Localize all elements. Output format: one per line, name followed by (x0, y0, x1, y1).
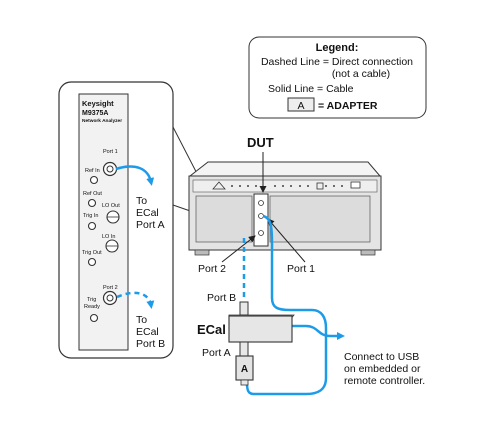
usb-note-line2: on embedded or (344, 363, 421, 375)
ecal-port-a-label: Port A (202, 347, 231, 359)
legend-adapter-label: = ADAPTER (318, 100, 378, 112)
legend-solid-line: Solid Line = Cable (268, 83, 354, 95)
to-ecal-port-a-line1: To (136, 195, 147, 207)
analyzer-trig-out-connector[interactable] (87, 257, 97, 267)
legend-adapter-symbol: A (297, 100, 304, 112)
analyzer-trig-in-label: Trig In (83, 213, 98, 219)
analyzer-trig-out-label: Trig Out (82, 250, 102, 256)
to-ecal-port-b-line3: Port B (136, 338, 165, 350)
analyzer-port1-label: Port 1 (103, 149, 118, 155)
analyzer-lo-out-label: LO Out (102, 203, 120, 209)
ecal-port-b-label: Port B (207, 292, 236, 304)
analyzer-ref-out-connector[interactable] (87, 198, 97, 208)
analyzer-trig-ready-label: Trig (87, 297, 96, 303)
analyzer-trig-ready-connector[interactable] (89, 313, 99, 323)
direct-port2-to-ecal-b (116, 291, 155, 309)
legend-dashed-line-note: (not a cable) (332, 68, 390, 80)
ecal-module (228, 301, 295, 357)
analyzer-ref-in-label: Ref In (85, 168, 100, 174)
dut-port1-pointer (267, 218, 306, 263)
adapter-label: A (241, 364, 248, 375)
usb-note-line1: Connect to USB (344, 351, 419, 363)
analyzer-brand: Keysight (82, 99, 114, 108)
usb-note-line3: remote controller. (344, 375, 425, 387)
legend-dashed-line: Dashed Line = Direct connection (261, 56, 413, 68)
to-ecal-port-a-line3: Port A (136, 219, 165, 231)
legend-title: Legend: (316, 42, 359, 54)
analyzer-trig-ready-label-2: Ready (84, 304, 100, 310)
legend-adapter-symbol-box (287, 97, 315, 112)
dut-port1-connector[interactable] (258, 213, 264, 219)
dut-port-top[interactable] (258, 200, 264, 206)
ecal-label: ECal (197, 322, 226, 337)
to-ecal-port-a-line2: ECal (136, 207, 159, 219)
cable-ecal-usb (292, 324, 345, 340)
dut-label: DUT (247, 135, 274, 150)
analyzer-ref-in-connector[interactable] (89, 175, 99, 185)
dut-port2-pointer (221, 235, 256, 263)
cable-port1-to-ecal-a (115, 165, 155, 186)
analyzer-model: M9375A (82, 110, 108, 117)
legend-box: Legend: Dashed Line = Direct connection … (248, 36, 427, 119)
analyzer-name: Network Analyzer (82, 118, 122, 124)
analyzer-port2-label: Port 2 (103, 285, 118, 291)
dut-port2-connector[interactable] (258, 230, 264, 236)
adapter: A (235, 355, 254, 386)
analyzer-ref-out-label: Ref Out (83, 191, 102, 197)
to-ecal-port-b-line2: ECal (136, 326, 159, 338)
analyzer-trig-in-connector[interactable] (87, 221, 97, 231)
analyzer-lo-in-label: LO In (102, 234, 115, 240)
analyzer-module: Keysight M9375A Network Analyzer Port 1 … (78, 93, 129, 351)
to-ecal-port-b-line1: To (136, 314, 147, 326)
cable-dut-port1-to-ecal-a (245, 214, 328, 396)
dut-port2-label: Port 2 (198, 263, 226, 275)
dut-chassis (188, 161, 382, 256)
dut-port1-label: Port 1 (287, 263, 315, 275)
